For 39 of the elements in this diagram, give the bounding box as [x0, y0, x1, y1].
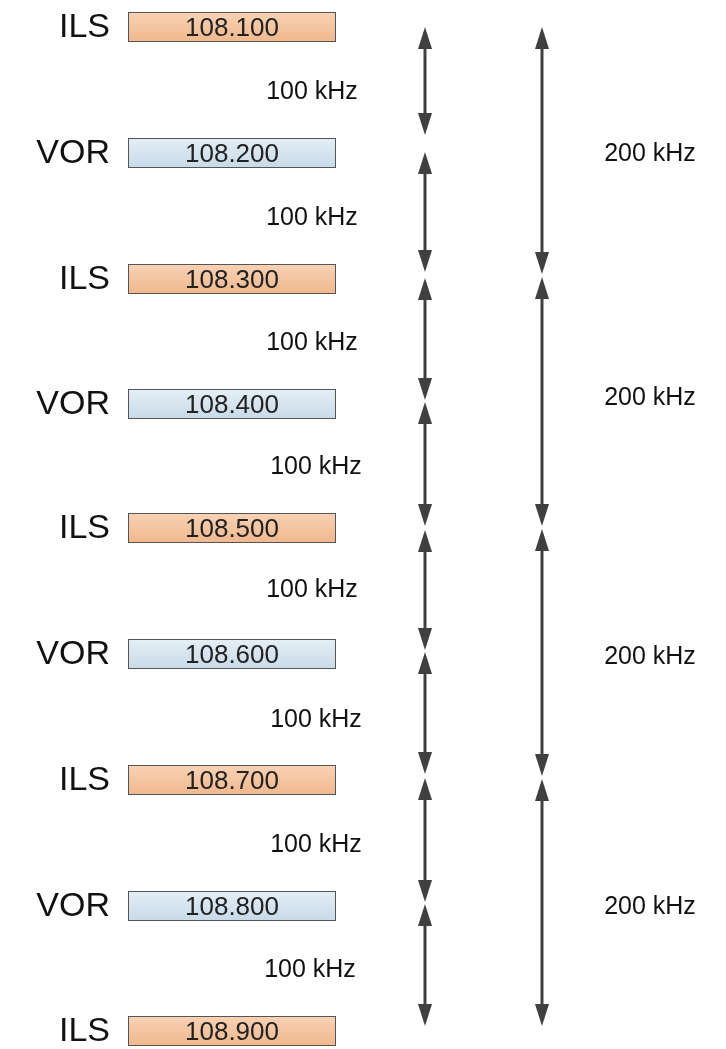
frequency-value: 108.300: [185, 263, 279, 295]
frequency-value: 108.500: [185, 512, 279, 544]
spacing-label: 200 kHz: [604, 381, 696, 411]
navaid-type-label: VOR: [35, 633, 110, 672]
frequency-box: [128, 513, 336, 543]
frequency-value: 108.700: [185, 764, 279, 796]
frequency-box: [128, 264, 336, 294]
spacing-label: 100 kHz: [270, 828, 362, 858]
spacing-label: 200 kHz: [604, 137, 696, 167]
navaid-type-label: VOR: [35, 885, 110, 924]
frequency-box: [128, 765, 336, 795]
spacing-label: 100 kHz: [266, 201, 358, 231]
spacing-label: 100 kHz: [264, 953, 356, 983]
spacing-label: 100 kHz: [270, 450, 362, 480]
navaid-type-label: ILS: [57, 258, 110, 297]
frequency-box: [128, 389, 336, 419]
frequency-box: [128, 138, 336, 168]
spacing-label: 100 kHz: [266, 326, 358, 356]
frequency-value: 108.600: [185, 638, 279, 670]
frequency-value: 108.800: [185, 890, 279, 922]
navaid-type-label: ILS: [57, 507, 110, 546]
frequency-value: 108.900: [185, 1015, 279, 1047]
frequency-value: 108.400: [185, 388, 279, 420]
frequency-box: [128, 639, 336, 669]
frequency-value: 108.100: [185, 11, 279, 43]
navaid-type-label: ILS: [57, 759, 110, 798]
spacing-label: 200 kHz: [604, 640, 696, 670]
frequency-value: 108.200: [185, 137, 279, 169]
navaid-type-label: ILS: [57, 6, 110, 45]
spacing-label: 100 kHz: [270, 703, 362, 733]
spacing-label: 100 kHz: [266, 75, 358, 105]
frequency-box: [128, 1016, 336, 1046]
frequency-box: [128, 12, 336, 42]
navaid-type-label: VOR: [35, 383, 110, 422]
navaid-type-label: VOR: [35, 132, 110, 171]
navaid-type-label: ILS: [57, 1010, 110, 1049]
spacing-label: 100 kHz: [266, 573, 358, 603]
frequency-box: [128, 891, 336, 921]
spacing-label: 200 kHz: [604, 890, 696, 920]
